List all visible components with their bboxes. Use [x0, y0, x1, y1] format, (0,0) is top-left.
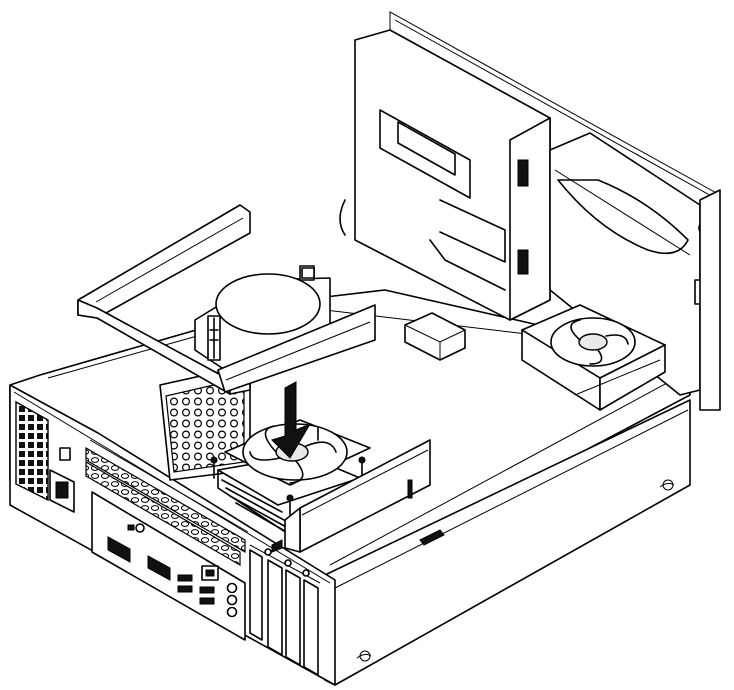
rear-io-panel	[85, 439, 249, 641]
hard-disk-drive	[549, 132, 721, 411]
install-direction-arrow	[271, 381, 312, 459]
power-socket-icon	[55, 481, 69, 499]
front-system-fan	[521, 304, 666, 411]
audio-jack-1	[226, 582, 238, 594]
voltage-switch	[59, 447, 71, 461]
optical-drive-bay	[339, 11, 721, 410]
usb-port-4	[199, 597, 215, 605]
audio-jack-3	[226, 606, 238, 618]
audio-jack-2	[226, 594, 238, 606]
dvi-port	[107, 536, 131, 563]
fan-duct	[284, 439, 431, 553]
usb-port-2	[177, 585, 193, 593]
expansion-slot-covers	[249, 544, 321, 676]
mounting-screws	[210, 427, 366, 521]
usb-port-1	[177, 574, 193, 582]
vga-port	[147, 555, 171, 581]
motherboard-components	[271, 267, 466, 553]
memory-chip	[404, 312, 466, 361]
system-fan-hub	[578, 333, 608, 351]
usb-port-3	[199, 586, 215, 594]
power-supply-vent	[15, 400, 75, 513]
